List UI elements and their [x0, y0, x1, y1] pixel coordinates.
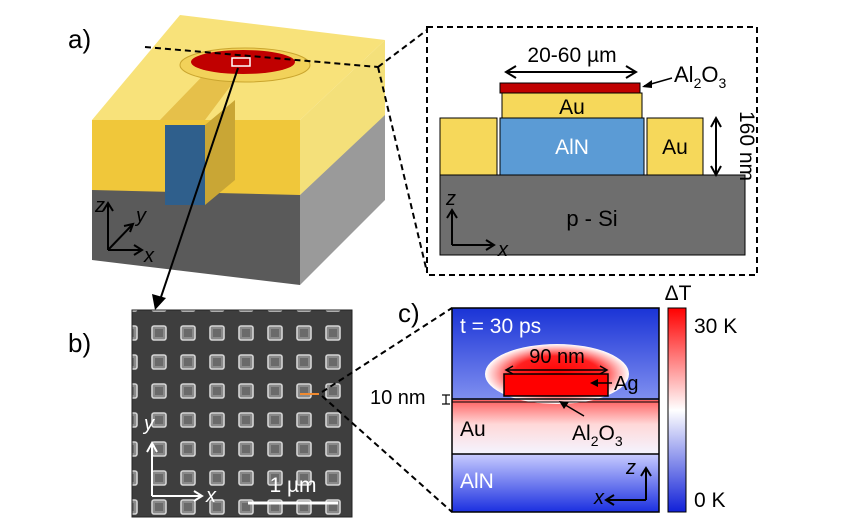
colorbar-title: ΔT: [665, 282, 692, 305]
inset-axes: [446, 208, 496, 251]
colorbar-max: 30 K: [694, 315, 737, 338]
connector-top: [377, 29, 428, 68]
b-to-c-connector-bottom: [321, 395, 453, 513]
aln-label-c: AlN: [460, 470, 494, 493]
b-to-c-connector-top: [321, 307, 453, 393]
aln-label: AlN: [555, 136, 589, 159]
si-substrate: [439, 174, 746, 256]
cross-section-inset: 20-60 µm Al2O3 Au AlN Au p - Si 160 nm z…: [377, 26, 758, 276]
sem-axes: [146, 440, 204, 502]
gold-side-face: [300, 40, 385, 195]
axis-z-label: z: [94, 195, 105, 217]
alumina-disk: [191, 50, 295, 74]
au-right-block: [646, 117, 704, 176]
time-label: t = 30 ps: [460, 315, 541, 338]
panel-c-axis-x: x: [593, 487, 605, 509]
a-to-b-arrowhead: [152, 294, 166, 310]
panel-c-label: c): [398, 298, 420, 328]
sem-axis-y: y: [142, 413, 155, 435]
substrate-side-left: [92, 190, 300, 285]
gap-label: 10 nm: [370, 387, 426, 409]
inset-axis-x: x: [497, 239, 509, 261]
panel-b-sem: b) 1 µm y x: [68, 309, 353, 518]
substrate-side-right: [300, 105, 385, 285]
thermal-map-frame: [451, 307, 660, 513]
au-label: Au: [460, 418, 486, 441]
panel-a-device: a) z y x: [68, 15, 385, 285]
sem-axis-x: x: [205, 485, 217, 507]
alumina-cap: [499, 82, 641, 94]
oxide-label: Al2O3: [674, 62, 726, 91]
panel-c-axis-z: z: [625, 457, 636, 479]
panel-c-axes: [604, 466, 652, 506]
au-disk: [501, 92, 643, 119]
scale-bar-label: 1 µm: [269, 474, 316, 497]
connector-bottom: [377, 66, 428, 273]
inset-frame: [426, 26, 758, 276]
au-side-label: Au: [662, 136, 688, 159]
sem-image: [132, 310, 352, 517]
aln-center: [499, 117, 645, 176]
colorbar-min: 0 K: [694, 489, 726, 512]
a-to-b-arrow: [159, 67, 239, 301]
panel-a-axes: [102, 201, 144, 256]
substrate-label: p - Si: [566, 206, 617, 231]
trench-wall: [205, 100, 235, 205]
au-top-label: Au: [559, 96, 585, 119]
height-label: 160 nm: [735, 111, 758, 181]
ag-label: Ag: [614, 373, 638, 395]
zoom-marker: [231, 57, 251, 67]
axis-x-label: x: [143, 245, 155, 267]
panel-a-label: a): [68, 24, 91, 54]
ag-particle: [503, 373, 609, 397]
aln-pillar: [165, 125, 205, 205]
inset-axis-z: z: [445, 188, 456, 210]
section-line: [144, 46, 379, 68]
panel-c-thermal: c) t = 30 ps 90 nm Ag 10 nm Au Al: [370, 282, 737, 513]
size-label: 90 nm: [529, 346, 585, 368]
gap-marker: [442, 394, 450, 405]
oxide-label-c: Al2O3: [572, 422, 623, 449]
colorbar: [667, 307, 687, 513]
thermal-map-aln: [452, 454, 659, 512]
axis-y-label: y: [134, 205, 147, 227]
thermal-map-au: [452, 400, 659, 454]
width-label: 20-60 µm: [527, 44, 616, 67]
au-left-block: [439, 117, 498, 176]
panel-b-label: b): [68, 328, 91, 358]
